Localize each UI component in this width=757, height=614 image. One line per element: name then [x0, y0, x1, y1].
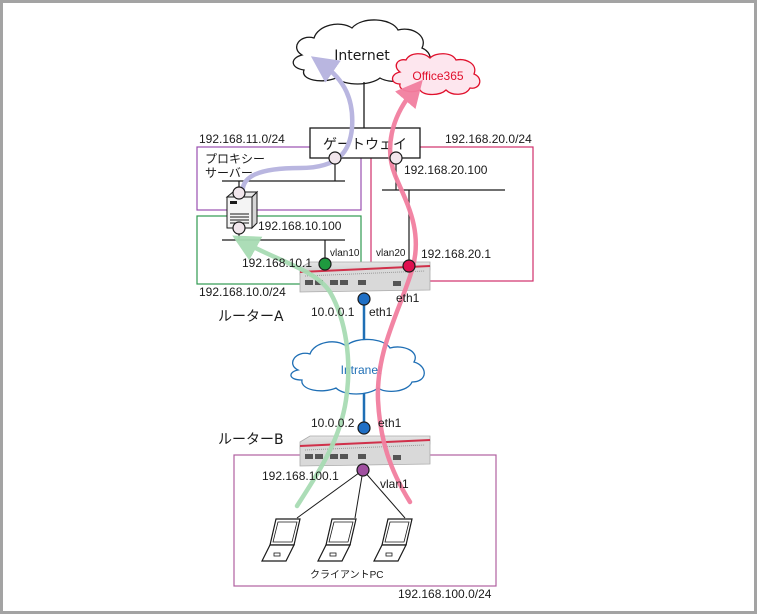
client-pc-label: クライアントPC	[310, 569, 384, 581]
internet-label: Internet	[334, 48, 390, 64]
routerA-eth1-ip: 10.0.0.1	[311, 305, 355, 319]
routerA-eth1-port	[357, 292, 371, 306]
routerB-eth1-port	[357, 421, 371, 435]
intranet-label: Intranet	[341, 363, 382, 377]
routerA-vlan20-ip: 192.168.20.1	[421, 247, 491, 261]
net-10-label: 192.168.10.0/24	[199, 285, 286, 299]
routerA-vlan10-label: vlan10	[330, 248, 360, 259]
gateway-port-lan20	[389, 151, 403, 165]
router-a-device	[299, 261, 431, 293]
gateway-lan20-ip: 192.168.20.100	[404, 163, 488, 177]
net-100-label: 192.168.100.0/24	[398, 587, 492, 601]
office365-cloud: Office365	[391, 53, 481, 96]
routerB-vlan1-ip: 192.168.100.1	[262, 469, 339, 483]
office365-label: Office365	[412, 69, 463, 83]
client1-link	[296, 469, 364, 519]
proxy-label-line1: プロキシー	[205, 152, 265, 166]
network-box-192-168-10	[196, 215, 362, 285]
laptop-icon	[317, 518, 357, 562]
routerA-eth1-port-label: eth1	[396, 291, 420, 305]
network-box-192-168-11	[196, 146, 362, 211]
proxy-ip: 192.168.10.100	[258, 219, 342, 233]
network-box-192-168-20	[370, 146, 534, 282]
net-20-label: 192.168.20.0/24	[445, 132, 532, 146]
client-to-proxy-flow	[232, 235, 351, 509]
laptop-icon	[261, 518, 301, 562]
client2-link	[354, 469, 364, 519]
proxy-port-lan10	[232, 221, 246, 235]
net-11-label: 192.168.11.0/24	[199, 132, 285, 146]
routerA-eth1-label: eth1	[369, 305, 393, 319]
intranet-cloud: Intranet	[290, 338, 425, 395]
routerA-vlan20-label: vlan20	[376, 248, 406, 259]
proxy-port-lan11	[232, 186, 246, 200]
router-b-device	[299, 435, 431, 467]
routerA-name: ルーターA	[218, 309, 284, 325]
routerB-vlan1-port	[356, 463, 370, 477]
routerA-vlan10-port	[318, 257, 332, 271]
gateway-port-lan11	[328, 151, 342, 165]
routerA-vlan20-port	[402, 259, 416, 273]
gateway-label: ゲートウェイ	[323, 137, 407, 153]
routerA-vlan10-ip: 192.168.10.1	[242, 256, 312, 270]
routerB-name: ルーターB	[218, 432, 284, 448]
proxy-label-line2: サーバー	[205, 166, 253, 180]
laptop-icon	[373, 518, 413, 562]
client3-link	[362, 469, 406, 519]
routerB-vlan1-label: vlan1	[380, 477, 409, 491]
routerB-eth1-label: eth1	[378, 416, 402, 430]
routerB-eth1-ip: 10.0.0.2	[311, 416, 355, 430]
gateway: ゲートウェイ	[309, 127, 421, 159]
